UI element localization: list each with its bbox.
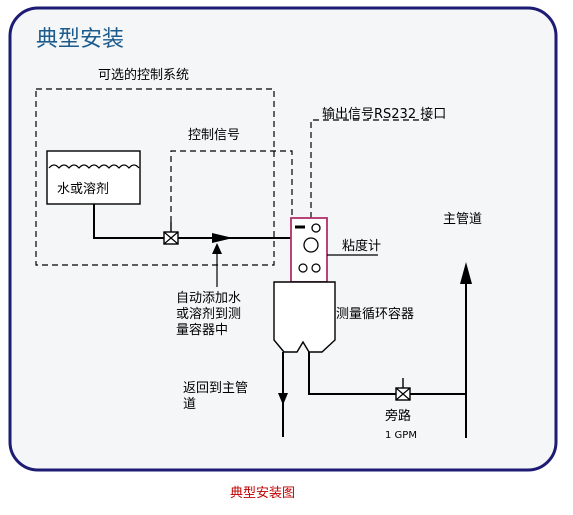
auto-add-line-1: 自动添加水	[176, 291, 241, 306]
auto-add-arrowhead	[212, 243, 222, 254]
main-pipe-arrowhead	[460, 262, 472, 284]
measuring-vessel-label: 测量循环容器	[336, 306, 414, 322]
bypass-flow-label: 1 GPM	[385, 430, 417, 441]
valve-icon	[163, 222, 179, 245]
return-label-2: 道	[183, 397, 196, 412]
optional-control-box	[35, 88, 275, 266]
solvent-tank-label: 水或溶剂	[57, 182, 109, 197]
solvent-tank	[46, 150, 141, 205]
output-signal-label: 输出信号RS232 接口	[322, 106, 446, 122]
diagram-title: 典型安装	[36, 27, 124, 52]
bypass-label: 旁路	[385, 408, 411, 424]
measuring-vessel	[273, 281, 336, 353]
liquid-surface	[48, 164, 140, 169]
bypass-valve-icon	[395, 378, 411, 401]
optional-control-label: 可选的控制系统	[98, 67, 189, 83]
diagram-frame	[8, 6, 558, 472]
auto-add-line-2: 或溶剂到测	[176, 307, 241, 322]
flow-arrow-icon	[212, 233, 233, 243]
viscometer-label: 粘度计	[342, 238, 381, 254]
control-signal-line	[170, 150, 293, 222]
control-signal-label: 控制信号	[188, 128, 240, 143]
diagram-caption: 典型安装图	[230, 486, 295, 501]
output-signal-line	[310, 119, 432, 218]
bypass-line	[308, 352, 466, 395]
return-arrowhead	[278, 393, 288, 405]
main-pipe-label: 主管道	[443, 212, 482, 227]
return-label-1: 返回到主管	[183, 381, 248, 396]
auto-add-line-3: 量容器中	[176, 322, 228, 338]
